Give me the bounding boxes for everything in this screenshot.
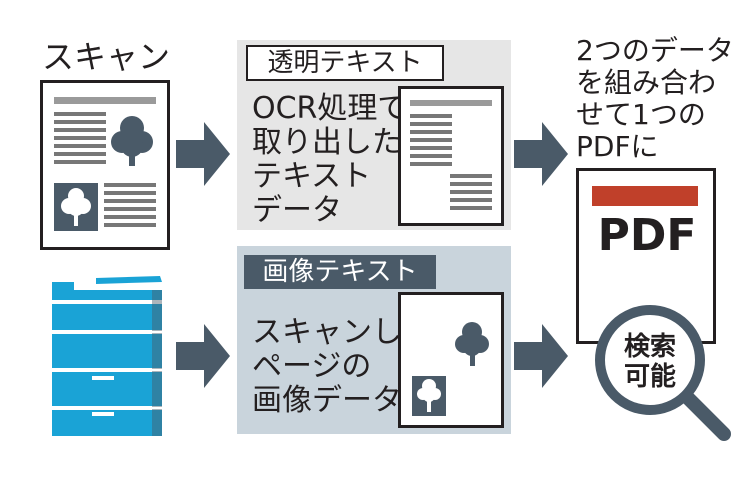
tree-icon-inverse xyxy=(61,188,91,226)
scan-label: スキャン xyxy=(42,38,171,76)
combine-note-line-2: を組み合わ xyxy=(576,66,717,99)
searchable-label: 検索 可能 xyxy=(600,332,700,392)
pdf-label: PDF xyxy=(597,210,697,261)
transparent-text-line-4: データ xyxy=(252,193,342,228)
combine-note-line-3: せて1つの xyxy=(576,98,706,131)
searchable-line-2: 可能 xyxy=(623,362,676,392)
searchable-line-1: 検索 xyxy=(623,332,676,362)
combine-note-line-1: 2つのデータ xyxy=(576,34,734,67)
transparent-text-line-3: テキスト xyxy=(252,159,372,194)
image-text-line-3: 画像データ xyxy=(252,383,402,418)
image-text-line-2: ページの xyxy=(252,349,372,384)
transparent-text-tag: 透明テキスト xyxy=(246,45,444,81)
transparent-text-line-1: OCR処理で xyxy=(252,91,408,126)
image-text-tag: 画像テキスト xyxy=(244,255,436,289)
transparent-text-line-2: 取り出した xyxy=(252,125,402,160)
tree-icon-inverse xyxy=(417,379,441,412)
combine-note-line-4: PDFに xyxy=(576,130,659,163)
tree-icon xyxy=(111,116,153,166)
tree-icon xyxy=(455,322,489,366)
